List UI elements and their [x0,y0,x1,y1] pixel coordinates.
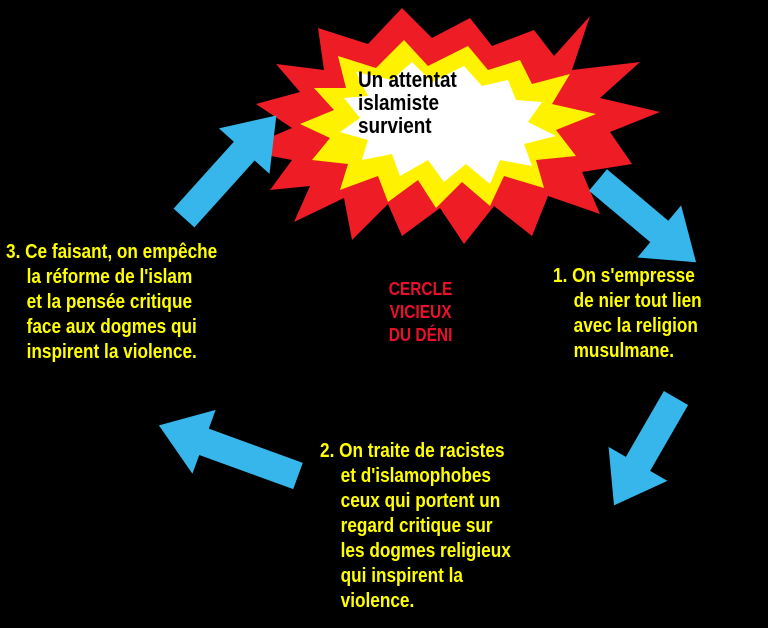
burst-core [340,62,556,184]
burst-caption: Un attentat islamiste survient [358,68,457,137]
burst-line: survient [358,113,432,138]
explosion-burst-icon [240,8,660,244]
step-2-line: violence. [340,590,415,612]
center-title: CERCLE VICIEUX DU DÉNI [381,278,460,347]
step-3-text: 3. Ce faisant, on empêche la réforme de … [6,240,217,365]
burst-line: Un attentat [358,67,457,92]
step-2-line: les dogmes religieux [340,540,511,562]
center-line: DU DÉNI [388,325,453,345]
step-2-line: ceux qui portent un [340,490,501,512]
step-2-line: 2. On traite de racistes [320,440,505,462]
step-1-line: 1. On s'empresse [553,265,695,287]
step-2-line: qui inspirent la [340,565,463,587]
step-3-line: inspirent la violence. [26,341,197,363]
step-3-line: 3. Ce faisant, on empêche [6,241,218,263]
curved-arrow-icon [608,391,689,506]
step-2-line: et d'islamophobes [340,465,491,487]
step-1-line: de nier tout lien [573,290,702,312]
step-3-line: la réforme de l'islam [26,266,193,288]
step-3-line: et la pensée critique [26,291,193,313]
step-1-line: musulmane. [573,340,675,362]
curved-arrow-icon [589,169,697,263]
step-1-line: avec la religion [573,315,698,337]
curved-arrow-icon [173,115,277,228]
center-line: VICIEUX [389,302,452,322]
step-2-text: 2. On traite de racistes et d'islamophob… [320,439,511,614]
burst-line: islamiste [358,90,439,115]
step-1-text: 1. On s'empresse de nier tout lien avec … [553,264,702,364]
center-line: CERCLE [388,279,453,299]
step-2-line: regard critique sur [340,515,493,537]
step-3-line: face aux dogmes qui [26,316,197,338]
curved-arrow-icon [158,409,303,490]
